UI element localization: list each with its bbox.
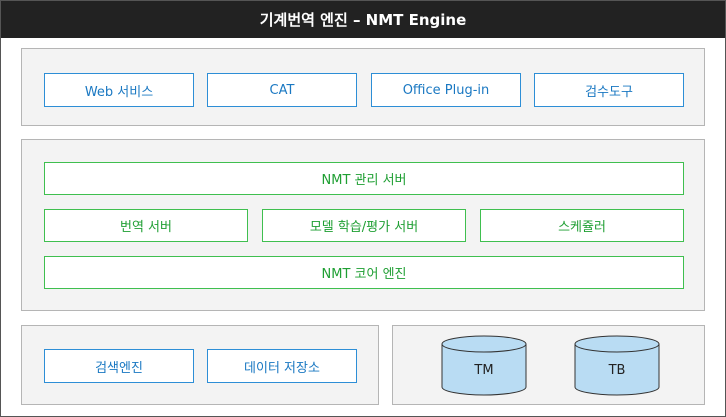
- diagram-title: 기계번역 엔진 – NMT Engine: [1, 1, 725, 38]
- tm-label: TM: [474, 362, 494, 378]
- translation-server: 번역 서버: [44, 209, 248, 242]
- search-panel: 검색엔진 데이터 저장소: [21, 325, 379, 405]
- nmt-management-server: NMT 관리 서버: [44, 162, 684, 195]
- client-panel: Web 서비스 CAT Office Plug-in 검수도구: [21, 48, 705, 126]
- database-panel: TM TB: [392, 325, 705, 405]
- nmt-core-engine: NMT 코어 엔진: [44, 256, 684, 289]
- tm-database-icon: [441, 335, 527, 396]
- scheduler: 스케쥴러: [480, 209, 684, 242]
- tb-label: TB: [608, 362, 626, 378]
- client-cat: CAT: [207, 73, 357, 107]
- client-office-plugin: Office Plug-in: [371, 73, 521, 107]
- client-web-service: Web 서비스: [44, 73, 194, 107]
- server-panel: NMT 관리 서버 번역 서버 모델 학습/평가 서버 스케쥴러 NMT 코어 …: [21, 139, 705, 311]
- tb-database-icon: [574, 335, 660, 396]
- model-training-server: 모델 학습/평가 서버: [262, 209, 466, 242]
- data-storage: 데이터 저장소: [207, 349, 357, 383]
- search-engine: 검색엔진: [44, 349, 194, 383]
- client-review-tool: 검수도구: [534, 73, 684, 107]
